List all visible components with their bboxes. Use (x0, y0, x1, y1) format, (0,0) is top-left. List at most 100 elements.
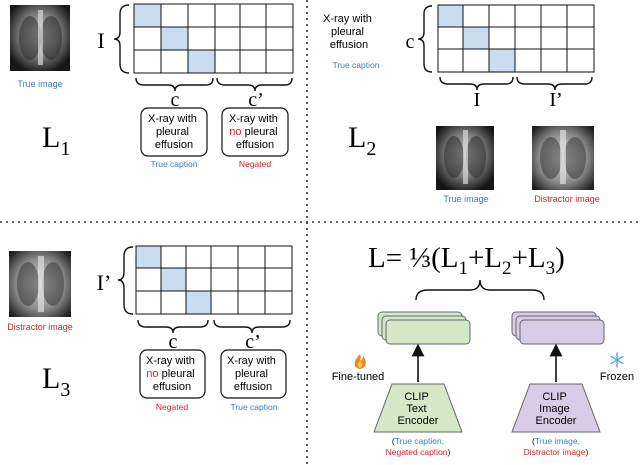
l2-row-brace (417, 5, 433, 73)
l2-distractor-label: Distractor image (534, 194, 600, 204)
total-loss-equation: L= ⅓(L1+L2+L3) (368, 242, 565, 279)
l3-caption-neg-no: no (146, 368, 158, 380)
caption-neg-line1: X-ray with (229, 113, 278, 125)
l3-col-brace-left (137, 319, 209, 334)
svg-text:(True caption,: (True caption, (392, 436, 444, 446)
svg-text:CLIP Text Encoder: CLIP Text Encoder (398, 391, 439, 427)
svg-text:Distractor image): Distractor image) (524, 447, 589, 457)
svg-text:Negated caption): Negated caption) (386, 447, 451, 457)
similarity-grid-l2 (437, 4, 595, 73)
l3-caption-neg-line3: effusion (153, 381, 191, 393)
clip-image-encoder (511, 383, 601, 433)
true-image-xray (10, 5, 70, 71)
true-caption-label: True caption (151, 159, 198, 169)
l3-row-label-i-prime: I’ (97, 270, 112, 295)
image-inputs-close-paren: ) (586, 447, 589, 457)
fire-icon (354, 354, 366, 369)
panel-l2: X-ray with pleural effusion True caption… (323, 4, 600, 204)
l3-distractor-image-xray (9, 251, 71, 317)
l3-caption-neg-line2: pleural (159, 368, 195, 380)
l3-caption-box-true (220, 349, 287, 399)
l2-col-label-i: I (474, 89, 481, 111)
caption-true-line3: effusion (155, 139, 193, 151)
text-encoder-line1: CLIP (404, 391, 428, 403)
svg-text:X-ray with no pleural: X-ray with no pleural effusion (229, 113, 281, 151)
svg-text:X-ray with pleural: X-ray with pleural effusion (227, 355, 279, 393)
text-inputs-negated-caption: Negated caption (386, 447, 448, 457)
true-image-label: True image (17, 79, 62, 89)
svg-text:X-ray with pleural: X-ray with pleural effusion (323, 13, 375, 51)
l2-true-image-label: True image (443, 194, 488, 204)
grid-cell-highlight (438, 5, 463, 27)
snowflake-icon (610, 352, 624, 368)
similarity-grid-l1 (133, 3, 294, 74)
text-embedding-stack (377, 311, 471, 345)
text-inputs-open-paren: ( (392, 436, 395, 446)
panel-total-loss: L= ⅓(L1+L2+L3) CLIP Text Encoder CLIP Im… (332, 242, 634, 457)
similarity-grid-l3 (135, 245, 293, 315)
grid-cell-highlight (188, 50, 215, 73)
svg-text:X-ray with no pleural: X-ray with no pleural effusion (146, 355, 198, 393)
caption-box-true (140, 107, 208, 157)
panel-l1: True image I c c’ X-ray with pleural eff… (10, 3, 294, 169)
loss-l1-letter: L (42, 121, 60, 154)
l2-caption-line1: X-ray with (323, 13, 372, 25)
text-inputs-true-caption: True caption, (395, 436, 444, 446)
svg-text:(True image,: (True image, (532, 436, 580, 446)
l2-true-caption-label: True caption (333, 60, 380, 70)
panel-l3: Distractor image I’ c c’ X-ray with no p… (7, 245, 293, 412)
text-encoder-line3: Encoder (398, 415, 439, 427)
col-brace-right (216, 77, 293, 92)
l2-row-label-c: c (406, 31, 415, 53)
loss-l3-letter: L (42, 362, 60, 395)
image-encoder-line2: Image (539, 403, 570, 415)
caption-true-line2: pleural (156, 126, 189, 138)
image-encoder-line1: CLIP (542, 391, 566, 403)
svg-text:CLIP Image Encoder: CLIP Image Encoder (536, 391, 577, 427)
l3-distractor-label: Distractor image (7, 322, 73, 332)
l3-negated-label: Negated (156, 402, 188, 412)
grid-cell-highlight (161, 27, 188, 50)
col-label-c: c (171, 89, 180, 111)
l2-distractor-image-xray (532, 126, 594, 190)
grid-cell-highlight (134, 4, 161, 27)
fine-tuned-label: Fine-tuned (332, 371, 385, 383)
loss-l3-sub: 3 (60, 379, 70, 401)
image-inputs-true-image: True image, (535, 436, 580, 446)
l2-col-brace-left (439, 76, 514, 91)
loss-l1-sub: 1 (60, 138, 70, 160)
text-encoder-line2: Text (406, 403, 426, 415)
l3-col-label-c-prime: c’ (245, 331, 261, 353)
l3-row-brace (117, 246, 134, 315)
svg-text:L1: L1 (42, 121, 70, 160)
col-label-c-prime: c’ (248, 89, 264, 111)
l3-caption-box-negated (139, 349, 206, 399)
caption-neg-no: no (229, 126, 241, 138)
l2-caption-line3: effusion (330, 39, 368, 51)
l3-true-caption-label: True caption (231, 402, 278, 412)
svg-text:X-ray with pleural: X-ray with pleural effusion (148, 113, 200, 151)
l3-caption-neg-line1: X-ray with (146, 355, 195, 367)
row-label-i: I (97, 28, 104, 53)
l3-caption-true-line2: pleural (235, 368, 268, 380)
text-inputs-close-paren: ) (448, 447, 451, 457)
caption-box-negated (221, 107, 289, 157)
caption-true-line1: X-ray with (148, 113, 197, 125)
grid-cell-highlight (161, 268, 186, 291)
negated-label: Negated (239, 159, 271, 169)
l3-caption-true-line3: effusion (234, 381, 272, 393)
grid-cell-highlight (463, 27, 489, 49)
image-inputs-open-paren: ( (532, 436, 535, 446)
svg-text:L2: L2 (348, 121, 376, 160)
clip-text-encoder (373, 383, 463, 433)
grid-cell-highlight (489, 49, 515, 72)
loss-l2-letter: L (348, 121, 366, 154)
grid-cell-highlight (136, 246, 161, 268)
l2-true-image-xray (436, 126, 494, 190)
image-embedding-stack (511, 311, 605, 345)
image-inputs-distractor: Distractor image (524, 447, 586, 457)
caption-neg-line3: effusion (236, 139, 274, 151)
frozen-label: Frozen (600, 371, 634, 383)
total-loss-brace (415, 279, 545, 301)
